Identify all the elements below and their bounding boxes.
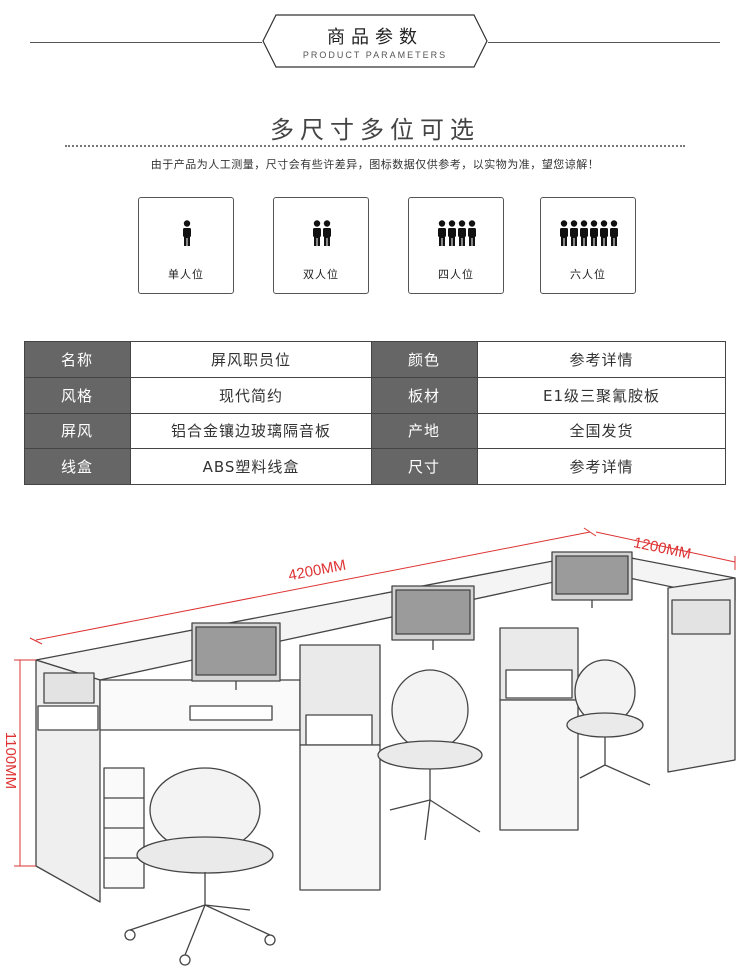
person-icon <box>600 220 608 246</box>
banner-subtitle: PRODUCT PARAMETERS <box>302 50 448 60</box>
seat-label: 双人位 <box>303 268 339 281</box>
seat-label: 六人位 <box>570 268 606 281</box>
height-dimension-label: 1100MM <box>2 731 20 790</box>
seat-option-four: 四人位 <box>408 197 504 294</box>
person-icon <box>313 220 321 246</box>
spec-value: ABS塑料线盒 <box>130 448 372 485</box>
spec-value: 参考详情 <box>477 341 726 378</box>
banner-line-left <box>30 42 262 43</box>
spec-value: 全国发货 <box>477 412 726 450</box>
spec-value: E1级三聚氰胺板 <box>477 376 726 414</box>
spec-key: 颜色 <box>371 341 478 378</box>
spec-value: 参考详情 <box>477 448 726 485</box>
person-icon <box>468 220 476 246</box>
person-icon <box>323 220 331 246</box>
spec-key: 产地 <box>371 412 478 450</box>
section-banner: 商品参数 PRODUCT PARAMETERS <box>0 0 750 80</box>
spec-key: 名称 <box>24 341 131 378</box>
spec-value: 铝合金镶边玻璃隔音板 <box>130 412 372 450</box>
section-title: 多尺寸多位可选 <box>270 116 480 144</box>
table-row: 屏风 铝合金镶边玻璃隔音板 产地 全国发货 <box>24 412 726 450</box>
seat-option-double: 双人位 <box>273 197 369 294</box>
spec-key: 线盒 <box>24 448 131 485</box>
spec-key: 屏风 <box>24 412 131 450</box>
workstation-illustration: 4200MM 1200MM 1100MM <box>0 510 750 979</box>
seat-option-single: 单人位 <box>138 197 234 294</box>
person-icon <box>590 220 598 246</box>
seat-label: 单人位 <box>168 268 204 281</box>
spec-key: 尺寸 <box>371 448 478 485</box>
person-icon <box>610 220 618 246</box>
person-icon <box>438 220 446 246</box>
person-icon <box>448 220 456 246</box>
person-icon <box>183 220 191 246</box>
table-row: 风格 现代简约 板材 E1级三聚氰胺板 <box>24 376 726 414</box>
person-icon <box>570 220 578 246</box>
spec-key: 风格 <box>24 376 131 414</box>
person-icon-group <box>541 220 635 246</box>
seat-option-six: 六人位 <box>540 197 636 294</box>
seat-label: 四人位 <box>438 268 474 281</box>
person-icon-group <box>274 220 368 246</box>
dotted-divider <box>65 145 685 147</box>
person-icon-group <box>139 220 233 246</box>
workstation-sketch <box>14 527 736 966</box>
banner-title: 商品参数 <box>327 27 423 48</box>
spec-value: 屏风职员位 <box>130 341 372 378</box>
person-icon <box>458 220 466 246</box>
banner-badge: 商品参数 PRODUCT PARAMETERS <box>262 14 488 68</box>
table-row: 线盒 ABS塑料线盒 尺寸 参考详情 <box>24 448 726 485</box>
person-icon <box>580 220 588 246</box>
measurement-notice: 由于产品为人工测量，尺寸会有些许差异，图标数据仅供参考，以实物为准，望您谅解！ <box>150 158 600 171</box>
banner-line-right <box>488 42 720 43</box>
spec-key: 板材 <box>371 376 478 414</box>
spec-table: 名称 屏风职员位 颜色 参考详情 风格 现代简约 板材 E1级三聚氰胺板 屏风 … <box>24 341 726 485</box>
spec-value: 现代简约 <box>130 376 372 414</box>
person-icon-group <box>409 220 503 246</box>
table-row: 名称 屏风职员位 颜色 参考详情 <box>24 341 726 378</box>
person-icon <box>560 220 568 246</box>
